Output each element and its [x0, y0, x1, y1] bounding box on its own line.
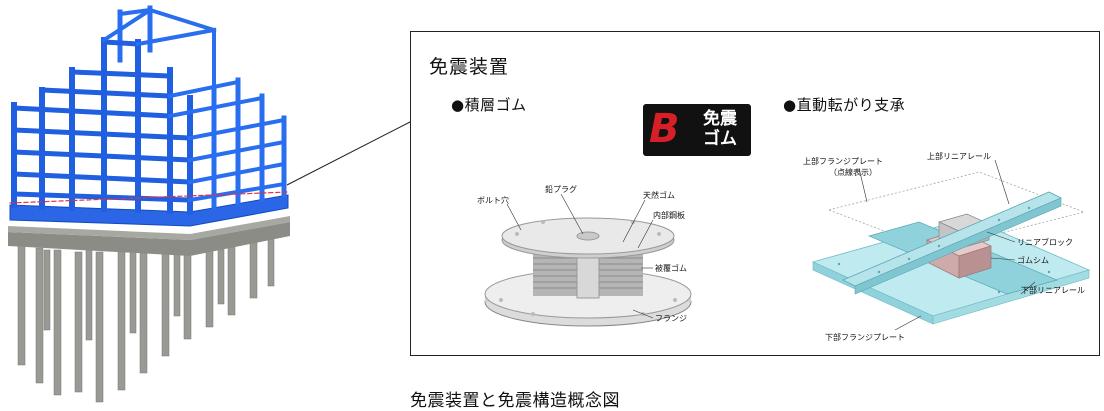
label-dashed-note: （点線表示）	[829, 167, 877, 177]
label-upper-linear-rail: 上部リニアレール	[927, 152, 991, 161]
building-frame	[9, 5, 289, 227]
label-inner-steel-plate: 内部鋼板	[653, 210, 685, 220]
b-mark-icon: B	[649, 106, 680, 152]
label-upper-flange-plate: 上部フランジプレート	[803, 156, 883, 166]
label-natural-rubber: 天然ゴム	[643, 190, 675, 200]
label-flange: フランジ	[655, 314, 687, 323]
label-lead-plug: 鉛プラグ	[545, 184, 577, 194]
logo-text-line2: ゴム	[703, 129, 737, 149]
label-linear-block: リニアブロック	[1017, 237, 1073, 247]
label-lower-linear-rail: 下部リニアレール	[1021, 285, 1085, 295]
laminated-rubber-subtitle: ●積層ゴム	[451, 96, 527, 114]
figure-caption: 免震装置と免震構造概念図	[410, 391, 620, 411]
label-rubber-shim: ゴムシム	[1017, 255, 1049, 265]
label-bolt-hole: ボルト穴	[477, 195, 509, 205]
foundation-slab	[8, 216, 290, 256]
leader-line	[286, 121, 411, 186]
bridgestone-isolation-rubber-logo: B 免震 ゴム	[643, 104, 751, 156]
panel-title: 免震装置	[429, 56, 510, 78]
seismic-isolation-building-illustration	[8, 5, 290, 403]
linear-rolling-bearing-subtitle: ●直動転がり支承	[783, 96, 906, 114]
laminated-rubber-bearing-diagram: ボルト穴 鉛プラグ 天然ゴム 内部鋼板 被覆ゴム フランジ	[477, 184, 692, 327]
logo-text-line1: 免震	[703, 109, 737, 129]
label-lower-flange-plate: 下部フランジプレート	[825, 332, 905, 342]
label-cover-rubber: 被覆ゴム	[655, 263, 687, 273]
logo-text: 免震 ゴム	[697, 109, 743, 149]
isolation-device-panel: 免震装置 ●積層ゴム ●直動転がり支承 B 免震 ゴム	[410, 31, 1100, 356]
linear-rolling-bearing-diagram: 上部フランジプレート （点線表示） 上部リニアレール リニアブロック ゴムシム …	[803, 152, 1091, 342]
foundation-piles	[17, 235, 275, 403]
